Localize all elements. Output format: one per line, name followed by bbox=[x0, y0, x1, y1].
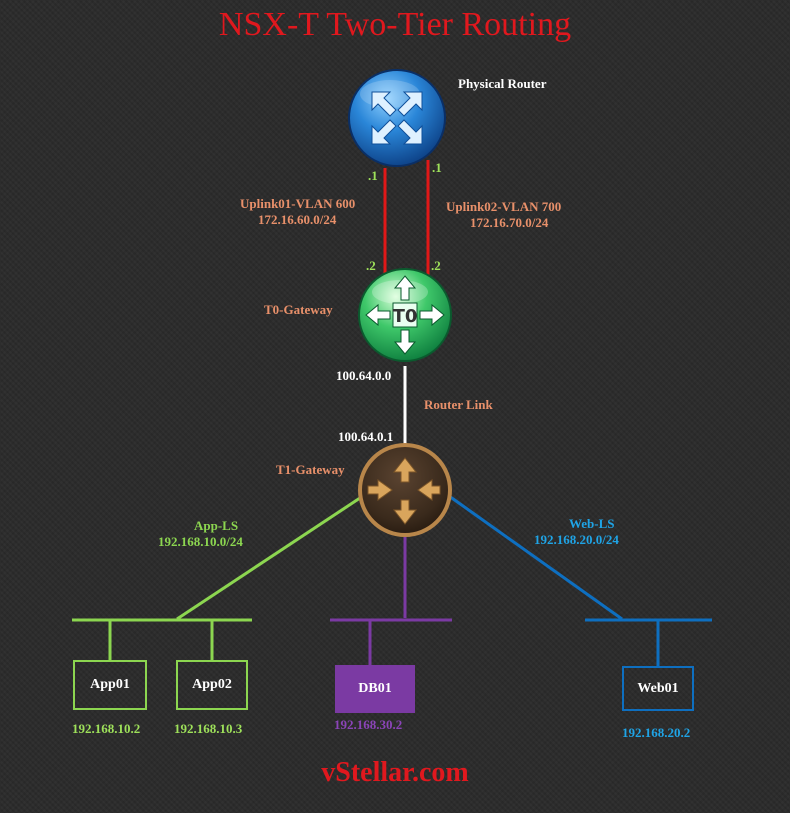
app-ls-uplink-line bbox=[176, 496, 361, 621]
vm-web01-label: Web01 bbox=[637, 680, 679, 696]
app-ls-subnet: 192.168.10.0/24 bbox=[158, 534, 243, 549]
vm-web01[interactable]: Web01 bbox=[622, 666, 694, 711]
t0-gateway-icon: T0 bbox=[358, 268, 452, 362]
t1-gateway-icon bbox=[358, 443, 452, 537]
vm-app02-ip: 192.168.10.3 bbox=[174, 721, 243, 736]
web-ls-uplink-line bbox=[448, 494, 623, 621]
diagram-title: NSX-T Two-Tier Routing bbox=[218, 6, 572, 43]
vm-app02-label: App02 bbox=[192, 677, 232, 692]
t0-port-right: .2 bbox=[431, 258, 441, 273]
t0-gateway-label: T0-Gateway bbox=[264, 302, 333, 317]
router-link-label: Router Link bbox=[424, 397, 493, 412]
uplink02-subnet: 172.16.70.0/24 bbox=[470, 215, 549, 230]
physical-router-icon bbox=[348, 69, 446, 167]
vm-db01[interactable]: DB01 bbox=[335, 665, 415, 713]
vm-app01-label: App01 bbox=[90, 677, 130, 692]
vm-db01-ip: 192.168.30.2 bbox=[334, 717, 403, 732]
footer-site-link[interactable]: vStellar.com bbox=[321, 757, 469, 788]
vm-db01-label: DB01 bbox=[358, 681, 392, 696]
vm-web01-ip: 192.168.20.2 bbox=[622, 725, 691, 740]
physical-router-port-left: .1 bbox=[368, 168, 378, 183]
t0-ip: 100.64.0.0 bbox=[336, 368, 392, 383]
t1-ip: 100.64.0.1 bbox=[338, 429, 394, 444]
vm-app01-ip: 192.168.10.2 bbox=[72, 721, 141, 736]
app-ls-name: App-LS bbox=[194, 518, 239, 533]
web-ls-name: Web-LS bbox=[569, 516, 615, 531]
t1-gateway-label: T1-Gateway bbox=[276, 462, 345, 477]
t0-port-left: .2 bbox=[366, 258, 376, 273]
physical-router-label: Physical Router bbox=[458, 76, 547, 91]
uplink01-name: Uplink01-VLAN 600 bbox=[240, 196, 356, 211]
physical-router-port-right: .1 bbox=[432, 160, 442, 175]
vm-app01[interactable]: App01 bbox=[73, 660, 147, 710]
web-ls-subnet: 192.168.20.0/24 bbox=[534, 532, 619, 547]
vm-app02[interactable]: App02 bbox=[176, 660, 248, 710]
t0-icon-text: T0 bbox=[393, 306, 418, 327]
uplink01-subnet: 172.16.60.0/24 bbox=[258, 212, 337, 227]
uplink02-name: Uplink02-VLAN 700 bbox=[446, 199, 562, 214]
